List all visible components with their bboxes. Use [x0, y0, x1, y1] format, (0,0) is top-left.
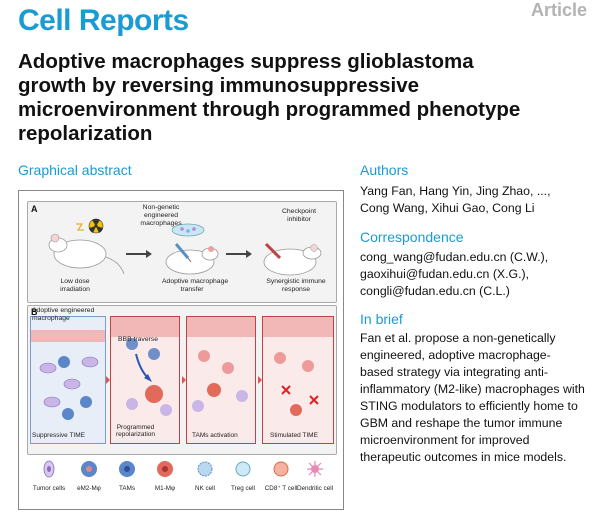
legend-label: Tumor cells: [32, 485, 66, 492]
stage-activation: [186, 316, 256, 444]
macrophage-icon: [126, 338, 160, 360]
stimulated-caption: Stimulated TIME: [270, 432, 318, 439]
title-line: Adoptive macrophages suppress glioblasto…: [18, 50, 474, 73]
tumor-cell-icon: [39, 356, 99, 408]
syringe-icon: [264, 242, 282, 260]
legend-label: CD8⁺ T cell: [264, 485, 298, 492]
tams-activation-caption: TAMs activation: [192, 432, 238, 439]
correspondence-heading: Correspondence: [360, 229, 464, 245]
article-type-label: Article: [530, 0, 587, 20]
m1-macrophage-icon: [157, 461, 173, 477]
petri-dish-icon: [171, 223, 205, 237]
stage-arrow-icon: [106, 376, 262, 384]
graphical-abstract-heading: Graphical abstract: [18, 162, 132, 178]
arrow-right-icon: [126, 250, 152, 258]
title-line: microenvironment through programmed phen…: [18, 98, 521, 121]
legend-label: NK cell: [195, 485, 215, 492]
arrow-right-icon: [226, 250, 252, 258]
panel-a: A: [27, 201, 337, 303]
low-dose-label: Low dose irradiation: [60, 278, 90, 293]
stage-stimulated: [262, 316, 334, 444]
panel-a-illustration: [48, 218, 322, 276]
checkpoint-label: Checkpoint inhibitor: [281, 208, 316, 223]
legend-label: M1-Mφ: [154, 485, 176, 492]
legend-label: Dendritic cell: [296, 485, 334, 492]
synergistic-label: Synergistic immune response: [266, 278, 326, 293]
legend-item-treg: Treg cell: [221, 457, 265, 505]
legend-label: Treg cell: [231, 485, 255, 492]
authors-heading: Authors: [360, 162, 409, 178]
article-title: Adoptive macrophages suppress glioblasto…: [18, 50, 578, 146]
email-link[interactable]: congli@fudan.edu.cn (C.L.): [360, 284, 510, 298]
suppressive-caption: Suppressive TIME: [32, 432, 85, 439]
authors-list: Yang Fan, Hang Yin, Jing Zhao, ..., Cong…: [360, 184, 551, 215]
tam-cell-icon: [58, 356, 92, 420]
treg-cell-icon: [235, 461, 251, 477]
mouse-2-icon: [165, 246, 219, 275]
radiation-icon: [88, 218, 104, 234]
cd8-t-cell-icon: [273, 461, 289, 477]
cell-legend: Tumor cells eM2-Mφ TAMs M1-Mφ NK cell Tr…: [27, 457, 335, 505]
nk-cell-icon: [197, 461, 213, 477]
tumor-cell-icon: [43, 460, 55, 478]
arrow-down-icon: [135, 353, 152, 382]
legend-item-nk: NK cell: [183, 457, 227, 505]
legend-item-cd8: CD8⁺ T cell: [259, 457, 303, 505]
non-genetic-label: Non-genetic engineered macrophages: [140, 204, 182, 227]
title-line: repolarization: [18, 122, 153, 145]
legend-item-em2: eM2-Mφ: [67, 457, 111, 505]
panel-b-illustration: [31, 317, 333, 420]
legend-label: TAMs: [119, 485, 135, 492]
syringe-icon: [174, 243, 192, 263]
in-brief-heading: In brief: [360, 311, 403, 327]
transfer-label: Adoptive macrophage transfer: [162, 278, 229, 293]
bbb-label: BBB traverse: [118, 336, 159, 343]
correspondence-emails: cong_wang@fudan.edu.cn (C.W.), gaoxihui@…: [360, 249, 548, 300]
kill-mark-icon: [281, 385, 319, 405]
stage-repolarization: [110, 316, 180, 444]
legend-item-dendritic: Dendritic cell: [293, 457, 337, 505]
panel-b: B: [27, 305, 337, 455]
legend-item-tumor: Tumor cells: [27, 457, 71, 505]
journal-logo: Cell Reports: [18, 4, 189, 37]
legend-item-tams: TAMs: [105, 457, 149, 505]
email-link[interactable]: gaoxihui@fudan.edu.cn (X.G.),: [360, 267, 530, 281]
adoptive-engineered-label: Adoptive engineered macrophage: [32, 307, 95, 322]
panel-a-label: A: [31, 204, 38, 214]
legend-label: eM2-Mφ: [77, 485, 101, 492]
legend-item-m1: M1-Mφ: [143, 457, 187, 505]
email-link[interactable]: cong_wang@fudan.edu.cn (C.W.),: [360, 250, 549, 264]
panel-b-label: B: [31, 307, 38, 317]
graphical-abstract-figure: A: [18, 190, 344, 510]
mouse-1-icon: [48, 233, 125, 275]
dendritic-cell-icon: [307, 461, 323, 477]
programmed-caption: Programmed repolarization: [116, 424, 156, 438]
tam-icon: [119, 461, 135, 477]
title-line: growth by reversing immunosuppressive: [18, 74, 419, 97]
in-brief-text: Fan et al. propose a non-genetically eng…: [360, 331, 585, 464]
em2-macrophage-icon: [81, 461, 97, 477]
